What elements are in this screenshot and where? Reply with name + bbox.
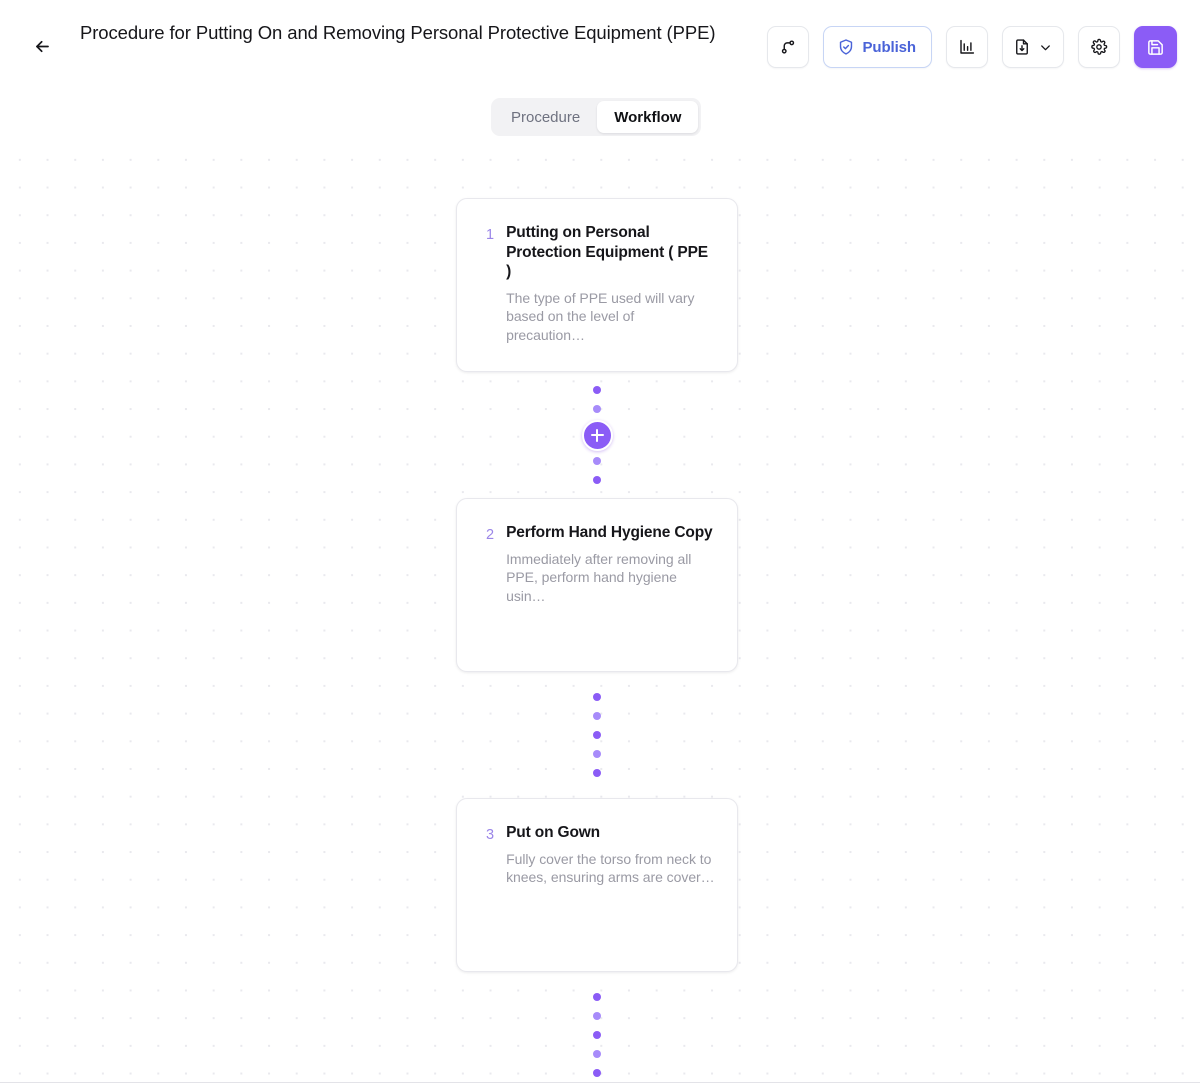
save-button[interactable] [1134, 26, 1177, 68]
connector-dot [593, 386, 601, 394]
connector-dot [593, 750, 601, 758]
node-header: 1 Putting on Personal Protection Equipme… [486, 223, 715, 344]
node-title: Perform Hand Hygiene Copy [506, 524, 713, 541]
save-disk-icon [1146, 38, 1165, 57]
connector-dot [593, 1050, 601, 1058]
node-number: 3 [486, 827, 495, 843]
workflow-node-2[interactable]: 2 Perform Hand Hygiene Copy Immediately … [456, 498, 738, 672]
add-node-button[interactable] [581, 419, 613, 451]
connector-dot [593, 476, 601, 484]
workflow-node-list: 1 Putting on Personal Protection Equipme… [456, 198, 738, 1086]
settings-button[interactable] [1078, 26, 1120, 68]
node-content: Put on Gown Fully cover the torso from n… [506, 823, 715, 887]
gear-icon [1090, 38, 1108, 56]
workflow-node-1[interactable]: 1 Putting on Personal Protection Equipme… [456, 198, 738, 372]
connector-dot [593, 993, 601, 1001]
branch-button[interactable] [766, 26, 809, 68]
node-connector-1 [456, 372, 738, 498]
connector-dot [593, 769, 601, 777]
tab-workflow[interactable]: Workflow [597, 101, 699, 133]
analytics-button[interactable] [946, 26, 988, 68]
header-toolbar: Publish [766, 26, 1177, 68]
arrow-left-icon [33, 37, 52, 56]
chevron-down-icon [1038, 40, 1053, 55]
node-content: Perform Hand Hygiene Copy Immediately af… [506, 523, 715, 605]
node-header: 3 Put on Gown Fully cover the torso from… [486, 823, 715, 887]
shield-check-icon [837, 38, 855, 56]
back-button[interactable] [26, 30, 58, 62]
tab-procedure[interactable]: Procedure [511, 108, 581, 126]
node-connector-2 [456, 672, 738, 798]
node-connector-3 [456, 972, 738, 1086]
page-title: Procedure for Putting On and Removing Pe… [80, 22, 716, 43]
export-button[interactable] [1002, 26, 1064, 68]
canvas-bottom-edge [0, 1082, 1200, 1086]
node-header: 2 Perform Hand Hygiene Copy Immediately … [486, 523, 715, 605]
connector-dot [593, 731, 601, 739]
node-description: Immediately after removing all PPE, perf… [506, 550, 692, 604]
connector-dot [593, 712, 601, 720]
connector-dot [593, 693, 601, 701]
workflow-node-3[interactable]: 3 Put on Gown Fully cover the torso from… [456, 798, 738, 972]
publish-label: Publish [862, 38, 917, 56]
connector-dot [593, 1069, 601, 1077]
node-title: Put on Gown [506, 824, 600, 841]
connector-dot [593, 1012, 601, 1020]
node-description: The type of PPE used will vary based on … [506, 289, 695, 343]
workflow-canvas[interactable]: 1 Putting on Personal Protection Equipme… [0, 140, 1200, 1086]
view-tab-switcher: Procedure Workflow [491, 98, 702, 136]
node-content: Putting on Personal Protection Equipment… [506, 223, 715, 344]
bar-chart-icon [958, 38, 976, 56]
connector-dot [593, 1031, 601, 1039]
node-number: 2 [486, 527, 495, 543]
connector-dot [593, 405, 601, 413]
connector-dot [593, 457, 601, 465]
node-description: Fully cover the torso from neck to knees… [506, 850, 715, 886]
git-branch-icon [779, 38, 797, 56]
app-header: Procedure for Putting On and Removing Pe… [0, 0, 1200, 90]
publish-button[interactable]: Publish [822, 26, 932, 68]
node-number: 1 [486, 227, 495, 243]
file-download-icon [1013, 38, 1031, 56]
node-title: Putting on Personal Protection Equipment… [506, 224, 708, 280]
